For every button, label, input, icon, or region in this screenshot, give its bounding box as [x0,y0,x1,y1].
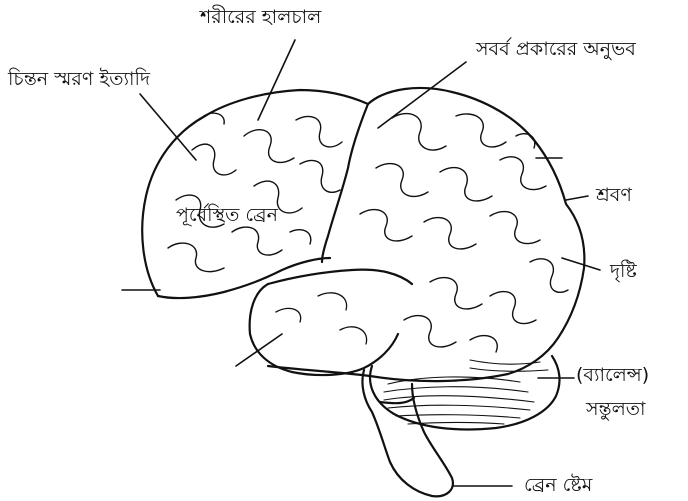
leader-temporal [236,334,282,366]
leader-vision [562,258,600,270]
cerebellum-outline [370,356,559,429]
temporal-lobe [250,284,398,375]
label-frontal-brain: পূর্বেস্থিত ব্রেন [176,206,278,225]
label-brain-stem: ব্রেন ষ্টেম [524,476,592,495]
leader-body-state [258,40,295,120]
leader-hearing [566,196,588,200]
central-sulcus [322,104,368,262]
label-thinking-memory: চিন্তন স্মরণ ইত্যাদি [8,70,150,89]
label-balance-en: (ব্যালেন্স) [576,366,649,385]
label-vision: দৃষ্টি [610,262,637,281]
leader-sensations [378,62,466,128]
brain-stem-inner [380,398,414,403]
label-hearing: শ্রবণ [596,186,632,205]
label-balance-bn: সন্তুলতা [586,400,646,419]
cerebrum-outline [142,88,584,381]
label-body-state: শরীরের হালচাল [200,8,321,27]
lateral-fissure [268,270,412,284]
label-all-sensations: সবর্ব প্রকারের অনুভব [476,40,636,59]
frontal-lobe-bottom [158,258,330,298]
